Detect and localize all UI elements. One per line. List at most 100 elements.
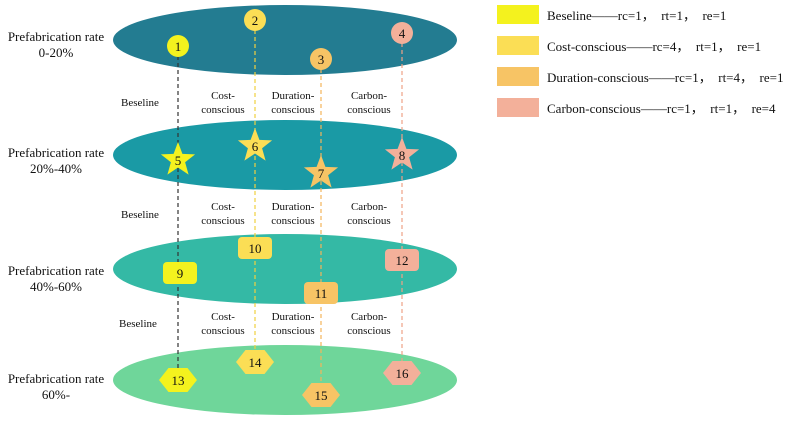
scenario-label-baseline: Beseline: [121, 209, 159, 221]
scenario-label-line1: Carbon-: [350, 90, 388, 102]
scenario-label-line2: conscious: [347, 215, 391, 227]
legend-swatch: [497, 4, 539, 24]
node-8: 8: [384, 137, 420, 170]
legend-text: Duration-conscious——rc=1， rt=4， re=1: [547, 69, 784, 85]
scenario-label-line1: Cost-: [211, 311, 235, 323]
node-label: 12: [396, 253, 409, 268]
scenario-label-duration: Duration- conscious: [262, 200, 324, 228]
scenario-label-line1: Cost-: [211, 90, 235, 102]
node-label: 7: [318, 166, 325, 181]
node-hexagon: [302, 383, 340, 407]
node-9: 9: [163, 262, 197, 284]
node-4: 4: [391, 22, 413, 44]
legend-item-carbon: Carbon-conscious——rc=1， rt=1， re=4: [497, 97, 783, 117]
node-label: 13: [172, 373, 185, 388]
node-label: 9: [177, 266, 184, 281]
layer-label-20-40: Prefabrication rate 20%-40%: [0, 145, 112, 177]
layer-label-line1: Prefabrication rate: [7, 29, 105, 44]
node-label: 16: [396, 366, 410, 381]
ellipse-layer-40-60: [113, 234, 457, 304]
scenario-label-baseline: Beseline: [119, 318, 157, 330]
scenario-label-cost: Cost- conscious: [192, 200, 254, 228]
scenario-label-carbon: Carbon- conscious: [338, 310, 400, 338]
node-15: 15: [302, 383, 340, 407]
node-label: 5: [175, 153, 182, 168]
scenario-label-baseline: Beseline: [121, 97, 159, 109]
node-star: [237, 128, 273, 161]
scenario-label-duration: Duration- conscious: [262, 310, 324, 338]
scenario-label-line2: conscious: [201, 104, 245, 116]
node-star: [384, 137, 420, 170]
ellipse-layer-20-40: [113, 120, 457, 190]
node-label: 10: [249, 241, 262, 256]
node-14: 14: [236, 350, 274, 374]
node-circle: [244, 9, 266, 31]
scenario-label-line1: Duration-: [271, 201, 315, 213]
scenario-label-line1: Cost-: [211, 201, 235, 213]
node-hexagon: [236, 350, 274, 374]
legend: Beseline——rc=1， rt=1， re=1 Cost-consciou…: [497, 4, 783, 128]
node-circle: [167, 35, 189, 57]
layer-label-0-20: Prefabrication rate 0-20%: [0, 29, 112, 61]
node-2: 2: [244, 9, 266, 31]
node-7: 7: [303, 155, 339, 188]
node-5: 5: [160, 142, 196, 175]
scenario-label-line1: Duration-: [271, 311, 315, 323]
layer-label-line1: Prefabrication rate: [7, 371, 105, 386]
node-rounded-square: [238, 237, 272, 259]
node-3: 3: [310, 48, 332, 70]
node-6: 6: [237, 128, 273, 161]
node-label: 3: [318, 52, 325, 67]
node-label: 6: [252, 139, 259, 154]
legend-swatch: [497, 35, 539, 55]
layer-label-40-60: Prefabrication rate 40%-60%: [0, 263, 112, 295]
node-11: 11: [304, 282, 338, 304]
scenario-label-carbon: Carbon- conscious: [338, 89, 400, 117]
node-rounded-square: [163, 262, 197, 284]
legend-text: Carbon-conscious——rc=1， rt=1， re=4: [547, 100, 776, 116]
scenario-label-line2: conscious: [201, 215, 245, 227]
scenario-label-cost: Cost- conscious: [192, 89, 254, 117]
ellipse-layer-0-20: [113, 5, 457, 75]
node-hexagon: [159, 368, 197, 392]
scenario-label-line1: Carbon-: [350, 311, 388, 323]
legend-item-cost: Cost-conscious——rc=4， rt=1， re=1: [497, 35, 783, 55]
node-label: 8: [399, 148, 406, 163]
node-16: 16: [383, 361, 421, 385]
node-label: 4: [399, 26, 406, 41]
node-circle: [391, 22, 413, 44]
legend-swatch: [497, 66, 539, 86]
layer-label-line2: 0-20%: [38, 45, 74, 60]
node-rounded-square: [304, 282, 338, 304]
legend-item-baseline: Beseline——rc=1， rt=1， re=1: [497, 4, 783, 24]
legend-text: Cost-conscious——rc=4， rt=1， re=1: [547, 38, 762, 54]
node-label: 14: [249, 355, 263, 370]
scenario-label-line2: conscious: [271, 325, 315, 337]
scenario-label-cost: Cost- conscious: [192, 310, 254, 338]
scenario-label-carbon: Carbon- conscious: [338, 200, 400, 228]
scenario-label-line2: conscious: [347, 325, 391, 337]
scenario-label-duration: Duration- conscious: [262, 89, 324, 117]
layer-label-line2: 20%-40%: [30, 161, 82, 176]
legend-text: Beseline——rc=1， rt=1， re=1: [547, 7, 727, 23]
scenario-label-line2: conscious: [347, 104, 391, 116]
node-star: [303, 155, 339, 188]
node-10: 10: [238, 237, 272, 259]
layer-label-line2: 60%-: [41, 387, 71, 402]
scenario-label-line2: conscious: [271, 104, 315, 116]
node-circle: [310, 48, 332, 70]
scenario-label-line1: Carbon-: [350, 201, 388, 213]
node-label: 2: [252, 13, 259, 28]
node-13: 13: [159, 368, 197, 392]
ellipse-layer-60-plus: [113, 345, 457, 415]
scenario-label-line2: conscious: [271, 215, 315, 227]
scenario-label-line1: Duration-: [271, 90, 315, 102]
scenario-label-line2: conscious: [201, 325, 245, 337]
node-star: [160, 142, 196, 175]
legend-item-duration: Duration-conscious——rc=1， rt=4， re=1: [497, 66, 783, 86]
node-1: 1: [167, 35, 189, 57]
node-label: 1: [175, 39, 182, 54]
layer-label-line2: 40%-60%: [30, 279, 82, 294]
node-rounded-square: [385, 249, 419, 271]
